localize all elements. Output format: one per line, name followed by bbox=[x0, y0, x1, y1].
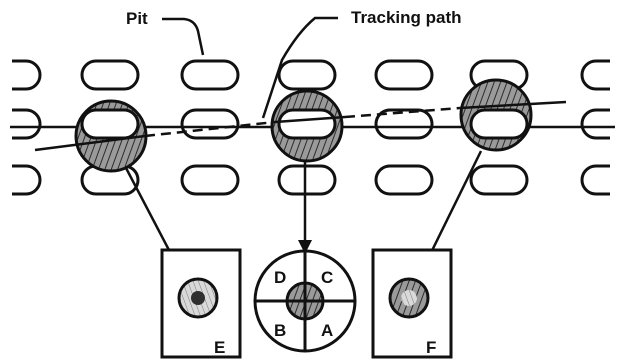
pit-row-bottom bbox=[12, 164, 610, 196]
pit bbox=[469, 164, 529, 196]
pit bbox=[374, 59, 434, 91]
pit-partial-left-top bbox=[12, 59, 42, 91]
laser-spot-left bbox=[74, 99, 148, 173]
pit bbox=[277, 164, 337, 196]
pit bbox=[180, 108, 240, 140]
quadrant-label-c: C bbox=[321, 268, 333, 287]
pit-label: Pit bbox=[126, 9, 148, 28]
laser-spot-center bbox=[270, 89, 344, 163]
tracking-path-label-group: Tracking path bbox=[261, 8, 462, 119]
quadrant-label-a: A bbox=[321, 321, 333, 340]
pit-partial-left-bottom bbox=[12, 164, 42, 196]
quadrant-label-d: D bbox=[274, 268, 286, 287]
pit-partial-left-middle bbox=[12, 108, 42, 140]
laser-spot-right bbox=[459, 78, 533, 152]
pit bbox=[277, 59, 337, 91]
detector-f: F bbox=[371, 248, 453, 359]
detector-f-label: F bbox=[426, 338, 436, 357]
detector-e-label: E bbox=[214, 338, 225, 357]
detector-e: E bbox=[160, 248, 242, 359]
pit bbox=[80, 59, 140, 91]
pit-partial-right-bottom bbox=[580, 164, 610, 196]
pit-leader-line bbox=[162, 17, 205, 56]
arrow-to-quadrant-detector bbox=[298, 160, 312, 254]
tracking-path-leader-line bbox=[261, 16, 338, 119]
pit-partial-right-middle bbox=[580, 108, 610, 140]
pit-row-top bbox=[12, 59, 610, 91]
tracking-path-line bbox=[34, 100, 567, 152]
tracking-path-label: Tracking path bbox=[351, 8, 462, 27]
quadrant-detector: D C B A bbox=[253, 249, 357, 353]
pit bbox=[180, 59, 240, 91]
pit-partial-right-top bbox=[580, 59, 610, 91]
pit bbox=[180, 164, 240, 196]
quadrant-label-b: B bbox=[274, 321, 286, 340]
pit-label-group: Pit bbox=[126, 9, 205, 56]
pit bbox=[374, 164, 434, 196]
pit bbox=[374, 108, 434, 140]
